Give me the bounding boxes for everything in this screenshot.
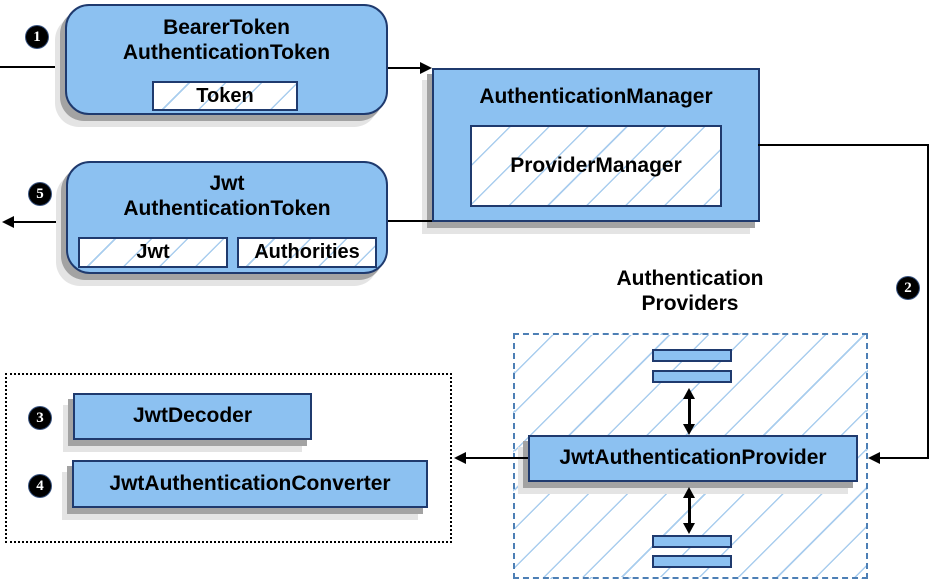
jwt-authentication-provider-node: JwtAuthenticationProvider: [528, 435, 858, 482]
step-3-badge: 3: [29, 407, 51, 429]
authentication-providers-label-line1: Authentication: [616, 267, 764, 290]
provider-slot-bar: [652, 370, 732, 383]
step-5-badge: 5: [29, 183, 51, 205]
bearer-token-authentication-token-node: BearerToken AuthenticationToken Token: [65, 4, 388, 115]
incoming-request-line: [0, 66, 65, 68]
upper-link-up-arrowhead-icon: [683, 388, 695, 399]
bearer-token-title: BearerToken AuthenticationToken: [67, 15, 386, 65]
step-2-route-top-line: [758, 144, 929, 146]
lower-link-down-arrowhead-icon: [683, 523, 695, 534]
jwt-decoder-node: JwtDecoder: [73, 393, 312, 440]
manager-to-jwt-token-line: [388, 220, 432, 222]
step-2-route-bottom-line: [880, 457, 929, 459]
provider-slot-bar: [652, 555, 732, 568]
provider-to-collaborators-arrowhead-icon: [454, 452, 466, 464]
provider-list-lower-link-line: [688, 494, 691, 527]
provider-to-collaborators-line: [466, 457, 528, 459]
jwt-authentication-converter-node: JwtAuthenticationConverter: [72, 460, 428, 508]
jwt-authentication-token-title: Jwt AuthenticationToken: [68, 171, 386, 221]
outgoing-result-line: [14, 221, 66, 223]
authentication-manager-title: AuthenticationManager: [479, 85, 713, 108]
step-4-badge: 4: [29, 475, 51, 497]
lower-link-up-arrowhead-icon: [683, 487, 695, 498]
jwt-authentication-token-node: Jwt AuthenticationToken Jwt Authorities: [66, 161, 388, 274]
upper-link-down-arrowhead-icon: [683, 424, 695, 435]
jwt-authentication-token-title-line1: Jwt: [209, 172, 245, 195]
outgoing-result-arrowhead-icon: [2, 216, 14, 228]
bearer-token-title-line1: BearerToken: [163, 16, 290, 39]
jwt-authentication-token-title-line2: AuthenticationToken: [123, 197, 331, 220]
authentication-providers-label: Authentication Providers: [565, 266, 815, 316]
bearer-to-manager-line: [388, 67, 421, 69]
jwt-chip: Jwt: [78, 237, 228, 268]
provider-slot-bar: [652, 535, 732, 548]
provider-manager-chip: ProviderManager: [470, 125, 722, 207]
authentication-manager-node: AuthenticationManager ProviderManager: [432, 68, 760, 222]
step-2-badge: 2: [897, 277, 919, 299]
collaborators-group-box: [5, 373, 452, 543]
provider-slot-bar: [652, 349, 732, 362]
step-1-badge: 1: [26, 26, 48, 48]
step-2-arrowhead-icon: [868, 452, 880, 464]
provider-list-upper-link-line: [688, 395, 691, 428]
bearer-token-title-line2: AuthenticationToken: [122, 41, 331, 64]
authorities-chip: Authorities: [237, 237, 377, 268]
bearer-to-manager-arrowhead-icon: [420, 62, 432, 74]
token-chip: Token: [152, 81, 298, 111]
step-2-route-vertical-line: [927, 144, 929, 459]
authentication-providers-label-line2: Providers: [641, 292, 739, 315]
